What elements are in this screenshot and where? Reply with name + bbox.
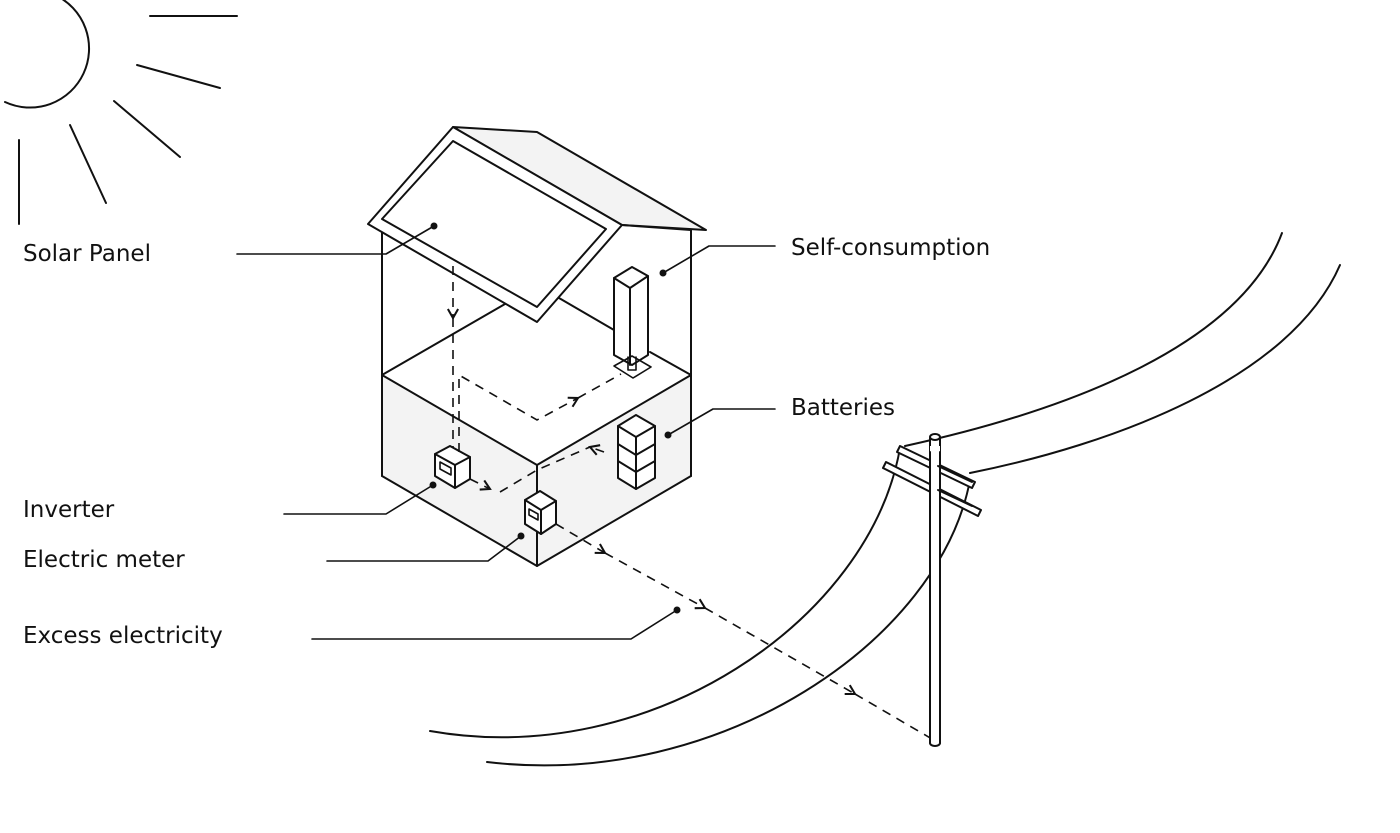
batteries-label: Batteries: [791, 395, 896, 421]
electric-meter-label: Electric meter: [23, 547, 185, 573]
utility-pole-icon: [882, 433, 982, 747]
battery-stack-icon: [617, 414, 656, 490]
self-consumption-label: Self-consumption: [791, 235, 991, 261]
leader-lines: [236, 222, 776, 640]
inverter-icon: [434, 445, 471, 489]
electric-meter-icon: [524, 490, 557, 535]
solar-panel-label: Solar Panel: [23, 241, 151, 267]
sun-icon: [4, 0, 238, 225]
house: [381, 126, 707, 567]
appliance-icon: [613, 266, 652, 379]
energy-flow-lines: [446, 266, 933, 740]
inverter-label: Inverter: [23, 497, 115, 523]
excess-electricity-label: Excess electricity: [23, 623, 223, 649]
solar-panel-icon: [367, 126, 623, 323]
power-lines: [429, 232, 1341, 767]
